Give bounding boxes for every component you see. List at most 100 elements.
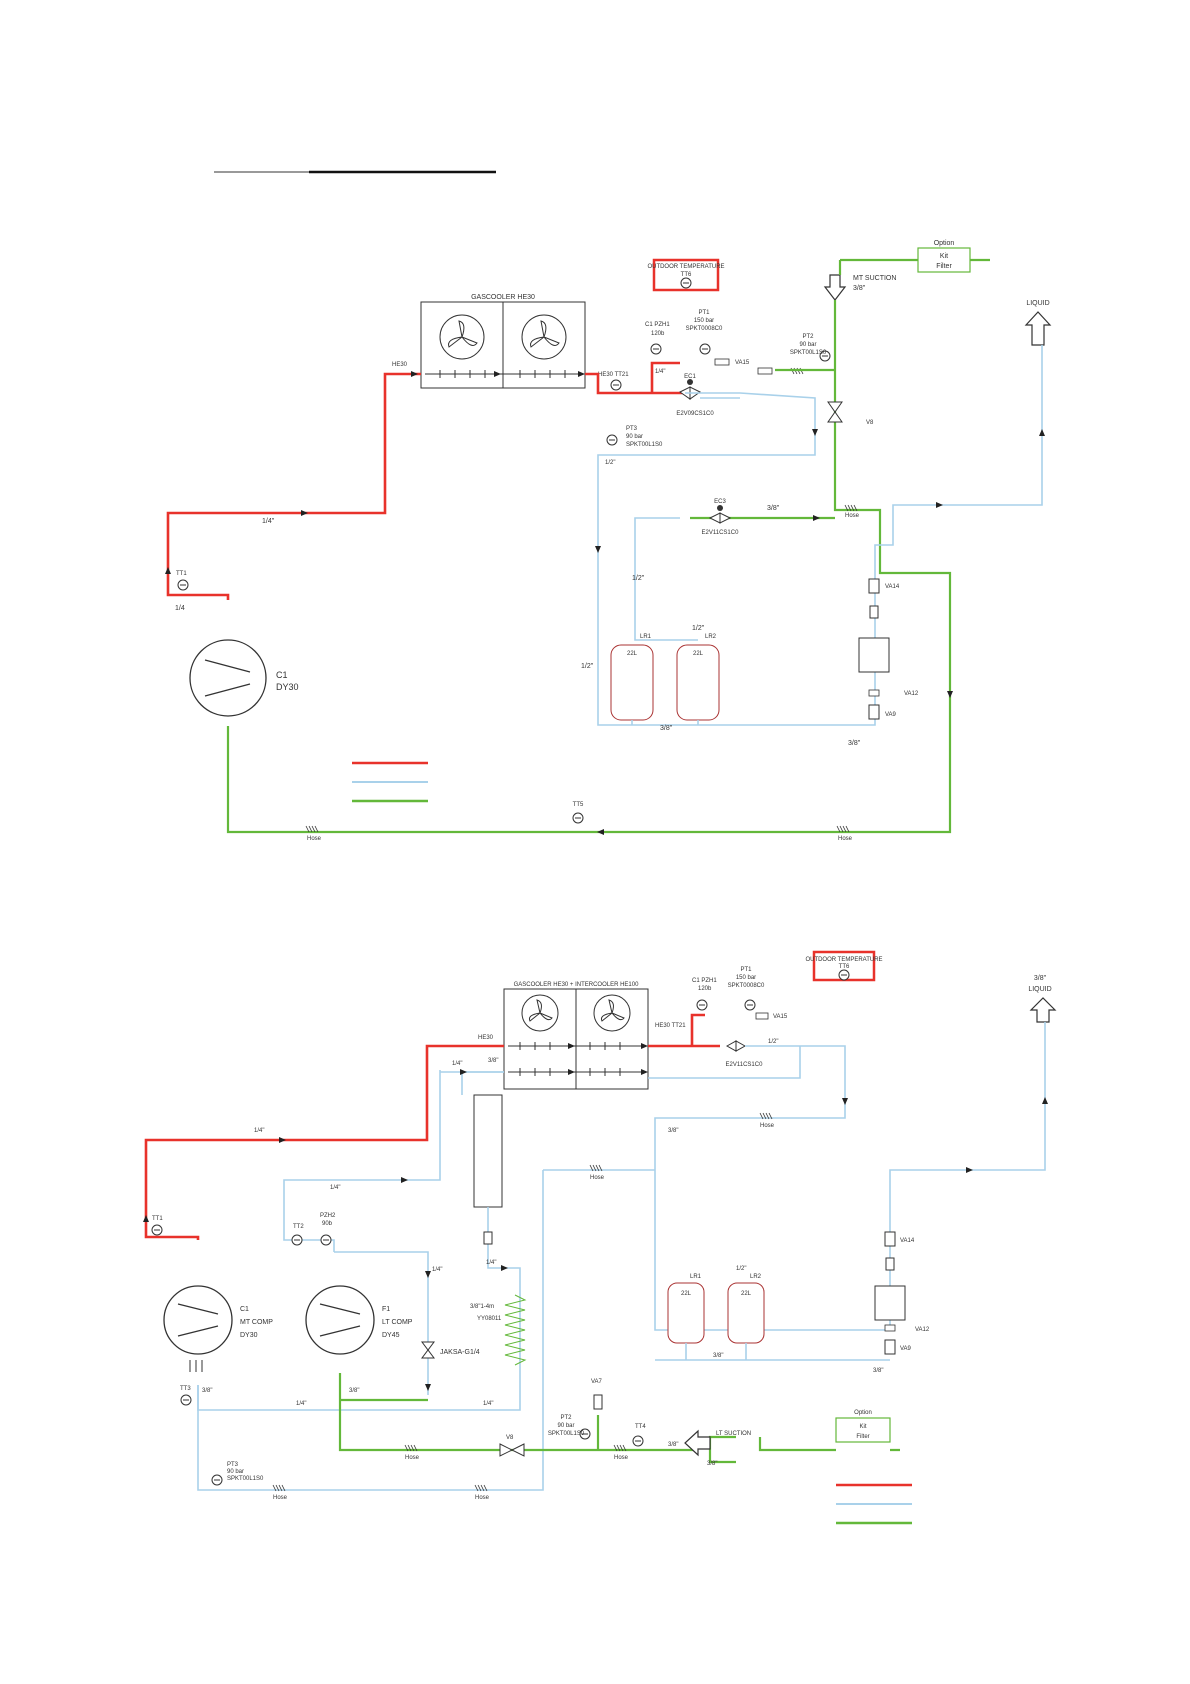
compressor-model: DY30 bbox=[276, 682, 299, 692]
v8-label: V8 bbox=[866, 420, 874, 426]
gascooler-label: GASCOOLER HE30 bbox=[471, 294, 535, 301]
pipe-size-label: 3/8" bbox=[873, 1368, 883, 1374]
pipe-size-label: 3/8" bbox=[767, 505, 780, 512]
pt1-pressure: 150 bar bbox=[694, 318, 714, 324]
outdoor-temp-box: OUTDOOR TEMPERATURE TT6 bbox=[647, 258, 725, 292]
outdoor-temp-sensor: TT6 bbox=[681, 272, 692, 278]
pt2-model: SPKT00L1S0 bbox=[548, 1431, 585, 1437]
gascooler-he30: GASCOOLER HE30 bbox=[420, 294, 586, 389]
pipe-size-label: 1/4" bbox=[452, 1061, 462, 1067]
liquid-label: LIQUID bbox=[1028, 986, 1051, 993]
outdoor-temp-sensor: TT6 bbox=[839, 964, 850, 970]
mt-suction-arrow: MT SUCTION 3/8" bbox=[823, 274, 896, 301]
hose-label: Hose bbox=[838, 836, 853, 842]
va7-label: VA7 bbox=[591, 1379, 603, 1385]
ec3-valve: EC3 E2V11CS1C0 bbox=[702, 499, 740, 536]
pzh1-label: C1 PZH1 bbox=[645, 322, 670, 328]
pipe-size-label: 1/4" bbox=[655, 369, 665, 375]
pipe-size-label: 1/2" bbox=[692, 625, 705, 632]
fan-icon bbox=[521, 314, 567, 360]
he30-inlet-label: HE30 bbox=[478, 1035, 494, 1041]
pipe-size-label: 3/8" bbox=[713, 1353, 723, 1359]
pt2-label: PT2 bbox=[802, 334, 814, 340]
receiver-connection bbox=[631, 720, 699, 725]
tt3-label: TT3 bbox=[180, 1386, 191, 1392]
option-kit-line3: Filter bbox=[856, 1434, 869, 1440]
hose-label: Hose bbox=[614, 1455, 629, 1461]
v8-label: V8 bbox=[506, 1435, 514, 1441]
pipe-size-label: 1/4" bbox=[262, 518, 275, 525]
intercooler-feed bbox=[461, 1071, 504, 1095]
fan-icon bbox=[439, 314, 485, 360]
pt2-model: SPKT00L1S0 bbox=[790, 350, 827, 356]
coil-model: YY08011 bbox=[477, 1316, 502, 1322]
pipe-size-label: 3/8" bbox=[848, 740, 861, 747]
filter-drier-assembly: VA14 VA12 VA9 bbox=[874, 1231, 930, 1355]
lr1-label: LR1 bbox=[690, 1274, 702, 1280]
valve-model: E2V11CS1C0 bbox=[726, 1062, 764, 1068]
filter-drier-assembly: VA14 VA12 VA9 bbox=[858, 578, 919, 720]
option-kit-line1: Option bbox=[854, 1410, 872, 1416]
liquid-line-a bbox=[597, 392, 816, 630]
pt1-model: SPKT0008C0 bbox=[728, 983, 765, 989]
pipe-size-label: 1/4" bbox=[330, 1185, 340, 1191]
compressor-type: LT COMP bbox=[382, 1319, 413, 1326]
pipe-size-label: 3/8" bbox=[668, 1442, 678, 1448]
pipe-size-label: 3/8" bbox=[707, 1461, 717, 1467]
pt1-model: SPKT0008C0 bbox=[686, 326, 723, 332]
pipe-size-label: 3/8" bbox=[349, 1388, 359, 1394]
pt3-pressure: 90 bar bbox=[227, 1469, 244, 1475]
pzh1-value: 120b bbox=[651, 331, 665, 337]
hose-label: Hose bbox=[590, 1175, 605, 1181]
pipe-size-label: 3/8" bbox=[488, 1058, 498, 1064]
pt3-model: SPKT00L1S0 bbox=[626, 442, 663, 448]
legend-2 bbox=[836, 1483, 912, 1525]
compressor-type: MT COMP bbox=[240, 1319, 273, 1326]
temp-sensor-icon bbox=[680, 277, 692, 289]
outdoor-temp-label: OUTDOOR TEMPERATURE bbox=[647, 264, 724, 270]
pipe-size-label: 1/2" bbox=[736, 1266, 746, 1272]
option-kit-line3: Filter bbox=[936, 263, 952, 270]
pt3-label: PT3 bbox=[227, 1462, 239, 1468]
discharge-line bbox=[144, 1044, 504, 1240]
coil-label: 3/8"1-4m bbox=[470, 1304, 494, 1310]
outdoor-temp-box: OUTDOOR TEMPERATURE TT6 bbox=[805, 950, 883, 982]
pt1-pressure: 150 bar bbox=[736, 975, 756, 981]
tt3-gauge bbox=[180, 1394, 192, 1406]
mt-suction-size: 3/8" bbox=[853, 285, 866, 292]
service-valve bbox=[757, 367, 773, 375]
pzh2-label: PZH2 bbox=[320, 1213, 336, 1219]
pt2-label: PT2 bbox=[560, 1415, 572, 1421]
down-arrow-icon bbox=[823, 274, 847, 301]
tt5-label: TT5 bbox=[573, 802, 584, 808]
hose-label: Hose bbox=[273, 1495, 288, 1501]
liquid-outlet: LIQUID bbox=[1024, 300, 1052, 346]
pzh1-label: C1 PZH1 bbox=[692, 978, 717, 984]
va15-label: VA15 bbox=[735, 360, 750, 366]
lr2-label: LR2 bbox=[750, 1274, 762, 1280]
receiver-lr1: 22L LR1 bbox=[667, 1274, 705, 1344]
va14-label: VA14 bbox=[885, 584, 900, 590]
tt4-gauge bbox=[632, 1435, 644, 1447]
pzh1-value: 120b bbox=[698, 986, 712, 992]
va15-valve bbox=[714, 358, 730, 366]
tt1-gauge bbox=[177, 579, 189, 591]
jaksa-valve: JAKSA-G1/4 bbox=[421, 1341, 480, 1359]
pt1-gauge bbox=[699, 343, 711, 355]
lt-suction-label: LT SUCTION bbox=[716, 1431, 751, 1437]
ec3-model: E2V11CS1C0 bbox=[702, 530, 740, 536]
legend-1 bbox=[352, 761, 428, 803]
pt1-label: PT1 bbox=[740, 967, 752, 973]
fan-icon bbox=[593, 994, 631, 1032]
intercooler-line bbox=[283, 1070, 504, 1252]
tt2-label: TT2 bbox=[293, 1224, 304, 1230]
receiver-volume: 22L bbox=[681, 1291, 692, 1297]
he30-inlet-label: HE30 bbox=[392, 362, 408, 368]
suction-line bbox=[226, 260, 952, 834]
hose-label: Hose bbox=[845, 513, 860, 519]
compressor-c1-mt: C1 MT COMP DY30 bbox=[163, 1285, 273, 1355]
hose-label: Hose bbox=[760, 1123, 775, 1129]
pipe-size-label: 1/4" bbox=[483, 1401, 493, 1407]
ec1-label: EC1 bbox=[684, 374, 696, 380]
